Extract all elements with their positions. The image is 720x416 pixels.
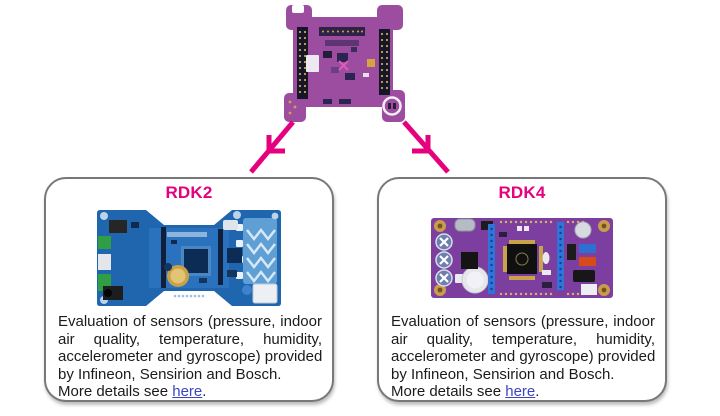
desc-line: accelerometer and gyroscope) provided xyxy=(391,348,656,365)
right-pin-header xyxy=(379,29,390,95)
arrow-to-rdk4 xyxy=(402,120,450,174)
rdk2-description: Evaluation of sensors (pressure, indoor … xyxy=(46,312,332,401)
more-details-prefix: More details see xyxy=(58,383,173,400)
more-details-suffix: . xyxy=(202,383,207,400)
desc-line: air quality, temperature, humidity, xyxy=(391,330,655,348)
rdk4-title: RDK4 xyxy=(498,183,546,202)
rdk2-board-wrap xyxy=(46,204,332,312)
arrow-to-rdk2 xyxy=(249,120,295,174)
more-details-line: More details see here. xyxy=(391,383,655,401)
more-details-prefix: More details see xyxy=(391,383,506,400)
rdk4-details-link[interactable]: here xyxy=(505,383,536,400)
arrow-to-rdk4-head xyxy=(412,135,431,154)
rdk4-board-wrap xyxy=(379,204,665,312)
rdk2-details-link[interactable]: here xyxy=(172,383,203,400)
desc-line: by Infineon, Sensirion and Bosch. xyxy=(391,365,615,383)
more-details-line: More details see here. xyxy=(58,383,322,401)
desc-line: by Infineon, Sensirion and Bosch. xyxy=(58,365,282,383)
rdk4-description: Evaluation of sensors (pressure, indoor … xyxy=(379,312,665,401)
more-details-suffix: . xyxy=(535,383,540,400)
rdk4-card: RDK4 xyxy=(377,177,667,402)
desc-line: Evaluation of sensors (pressure, indoor xyxy=(391,313,655,330)
desc-line: air quality, temperature, humidity, xyxy=(58,330,322,348)
left-pin-header xyxy=(297,27,308,99)
arrow-to-rdk2-head xyxy=(266,135,285,154)
rdk4-board-image xyxy=(431,218,613,298)
rdk2-board-image xyxy=(97,210,281,306)
rdk2-card: RDK2 xyxy=(44,177,334,402)
rdk2-title: RDK2 xyxy=(165,183,213,202)
sensor-adapter-board-image xyxy=(284,5,405,122)
desc-line: Evaluation of sensors (pressure, indoor xyxy=(58,313,322,330)
desc-line: accelerometer and gyroscope) provided xyxy=(58,348,323,365)
